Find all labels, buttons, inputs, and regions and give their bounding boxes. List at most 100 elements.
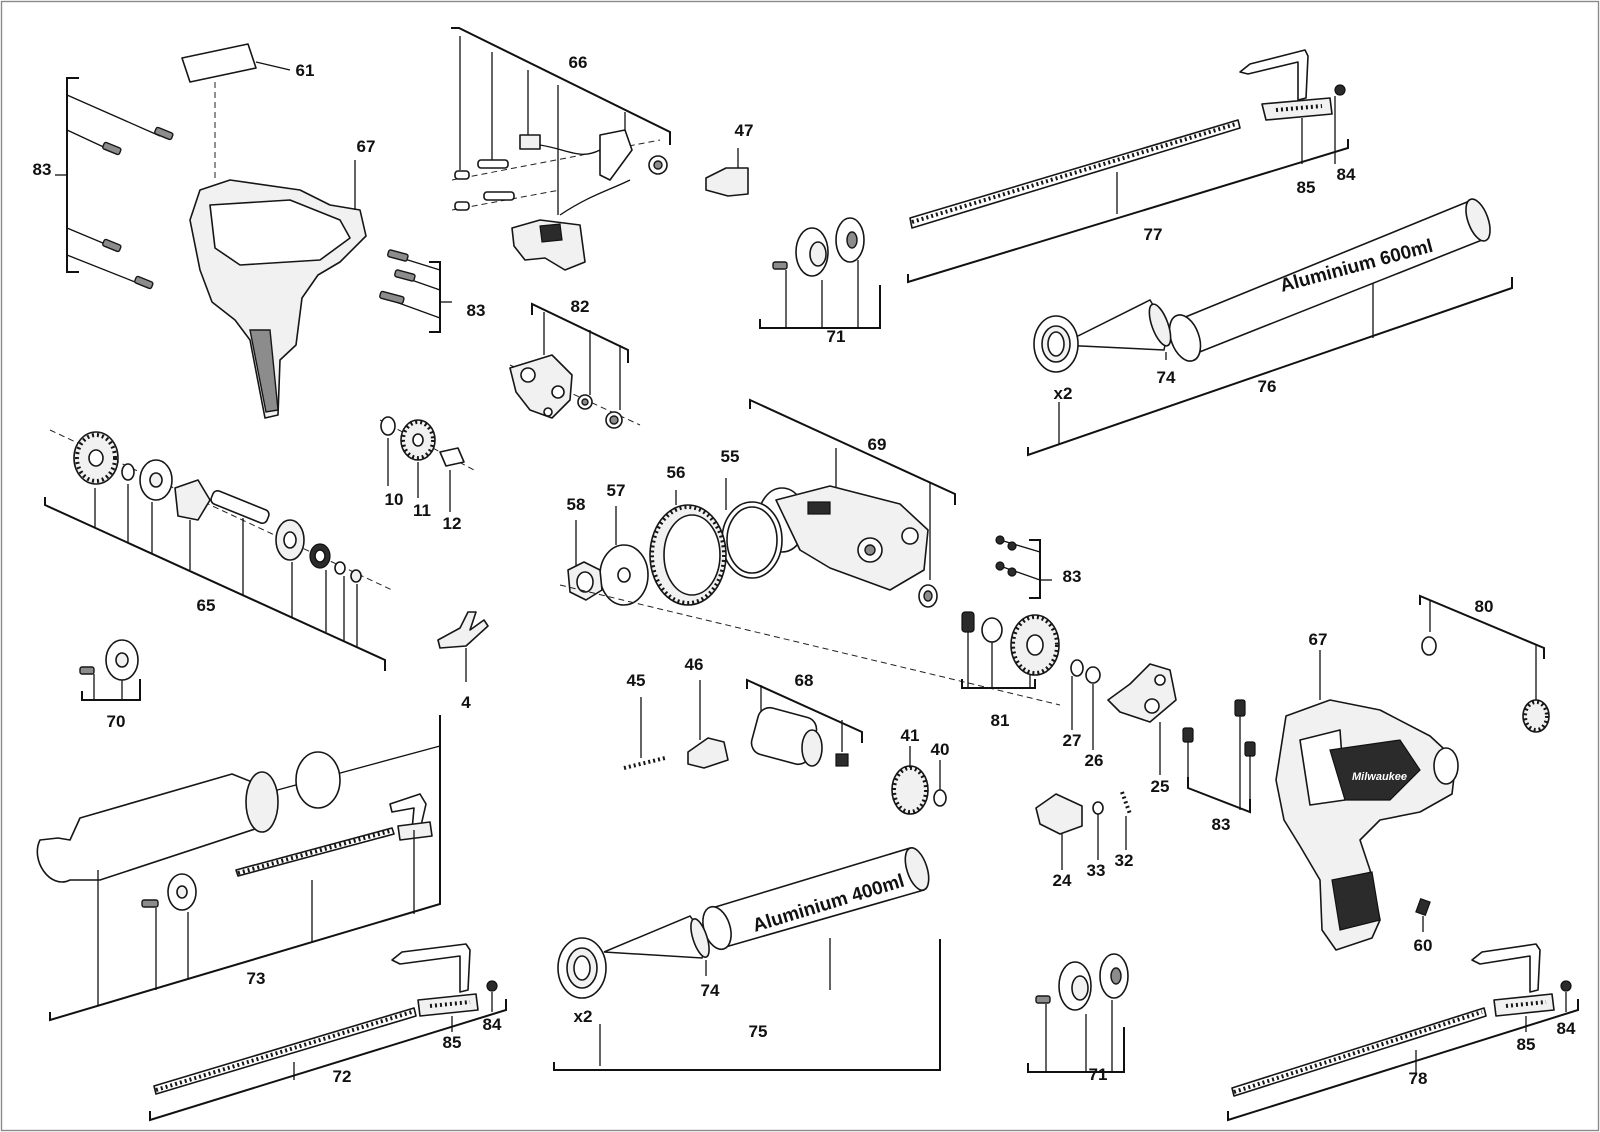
label-66: 66 <box>569 53 588 72</box>
label-33: 33 <box>1087 861 1106 880</box>
label-75: 75 <box>749 1022 768 1041</box>
label-82: 82 <box>571 297 590 316</box>
bracket-83-screws-center <box>995 535 1052 599</box>
part-66-switch-assembly <box>451 27 671 271</box>
part-27-clip <box>1070 659 1084 730</box>
label-69: 69 <box>868 435 887 454</box>
label-85-top: 85 <box>1297 178 1316 197</box>
multiplier-x2-bottom: x2 <box>574 1007 593 1026</box>
part-65-drive-assembly <box>44 429 393 671</box>
label-85-bottom-left: 85 <box>443 1033 462 1052</box>
part-60-clip <box>1415 897 1431 932</box>
part-85-handle-bottom-right <box>1471 943 1555 1032</box>
part-72-rack-bottom <box>149 999 507 1122</box>
label-84-bottom-left: 84 <box>483 1015 502 1034</box>
label-10: 10 <box>385 490 404 509</box>
part-85-handle-bottom-left <box>391 943 479 1032</box>
bracket-83-screws-left <box>55 77 174 290</box>
label-83-handle: 83 <box>1212 815 1231 834</box>
label-68: 68 <box>795 671 814 690</box>
label-25: 25 <box>1151 777 1170 796</box>
part-56-collar-nut <box>649 490 727 606</box>
part-25-lever-bracket <box>1107 663 1177 775</box>
label-24: 24 <box>1053 871 1072 890</box>
part-68-motor <box>746 678 863 767</box>
label-27: 27 <box>1063 731 1082 750</box>
label-40: 40 <box>931 740 950 759</box>
label-58: 58 <box>567 495 586 514</box>
label-80: 80 <box>1475 597 1494 616</box>
part-69-gearbox <box>749 398 956 608</box>
label-72: 72 <box>333 1067 352 1086</box>
bracket-83-screws-right <box>379 249 452 333</box>
brand-logo-text: Milwaukee <box>1352 771 1407 783</box>
label-71-top: 71 <box>827 327 846 346</box>
label-60: 60 <box>1414 936 1433 955</box>
part-71-cap-set-top <box>759 217 881 329</box>
part-40-ring <box>933 760 947 807</box>
part-24-switch-slider <box>1035 793 1083 870</box>
part-45-spring <box>623 697 666 770</box>
label-74-bottom: 74 <box>701 981 720 1000</box>
label-76: 76 <box>1258 377 1277 396</box>
multiplier-x2-top: x2 <box>1054 384 1073 403</box>
part-73-cradle-assembly <box>36 715 441 1022</box>
part-41-gear <box>891 746 929 815</box>
part-75-tube-400ml <box>553 847 941 1071</box>
part-67-gun-body: Milwaukee <box>1275 650 1459 951</box>
part-46-latch <box>687 680 729 769</box>
label-45: 45 <box>627 671 646 690</box>
part-47-connector <box>705 148 749 197</box>
label-46: 46 <box>685 655 704 674</box>
label-83-center: 83 <box>1063 567 1082 586</box>
label-41: 41 <box>901 726 920 745</box>
part-85-handle-top <box>1239 49 1333 164</box>
label-71-bottom: 71 <box>1089 1065 1108 1084</box>
label-81: 81 <box>991 711 1010 730</box>
part-26-washer <box>1085 666 1101 750</box>
label-32: 32 <box>1115 851 1134 870</box>
label-65: 65 <box>197 596 216 615</box>
parts-10-11-12-gear-set <box>379 416 475 512</box>
label-61: 61 <box>296 61 315 80</box>
label-74-top: 74 <box>1157 368 1176 387</box>
label-84-bottom-right: 84 <box>1557 1019 1576 1038</box>
label-67-handle: 67 <box>1309 630 1328 649</box>
label-47: 47 <box>735 121 754 140</box>
label-73: 73 <box>247 969 266 988</box>
label-84-top: 84 <box>1337 165 1356 184</box>
part-61-label-plate <box>181 43 291 180</box>
bracket-83-screws-handle <box>1182 699 1256 814</box>
part-80-knob <box>1419 594 1550 733</box>
label-55: 55 <box>721 447 740 466</box>
part-78-rack-bottom-right <box>1227 999 1579 1122</box>
label-70: 70 <box>107 712 126 731</box>
part-81-gear-set <box>961 611 1060 689</box>
part-76-tube-600ml <box>1027 198 1513 457</box>
part-84-screw-bottom-left <box>486 980 498 1012</box>
label-67-top: 67 <box>357 137 376 156</box>
part-4-fork <box>437 611 489 682</box>
label-78: 78 <box>1409 1069 1428 1088</box>
label-11: 11 <box>413 501 431 520</box>
part-70-cap <box>79 639 141 701</box>
part-84-screw-bottom-right <box>1560 980 1572 1012</box>
label-83-right: 83 <box>467 301 486 320</box>
part-84-screw-top <box>1334 84 1346 164</box>
label-85-bottom-right: 85 <box>1517 1035 1536 1054</box>
label-83-left: 83 <box>33 160 52 179</box>
part-32-spring <box>1120 791 1132 850</box>
part-55-seal-ring <box>721 478 783 579</box>
part-57-washer <box>599 506 649 606</box>
part-67-housing-half <box>189 160 367 419</box>
label-26: 26 <box>1085 751 1104 770</box>
part-33-pin <box>1092 801 1104 860</box>
part-82-bearing-plate <box>509 302 641 429</box>
part-71-cap-set-bottom <box>1027 953 1129 1073</box>
label-56: 56 <box>667 463 686 482</box>
label-4: 4 <box>461 693 471 712</box>
label-77: 77 <box>1144 225 1163 244</box>
label-57: 57 <box>607 481 626 500</box>
